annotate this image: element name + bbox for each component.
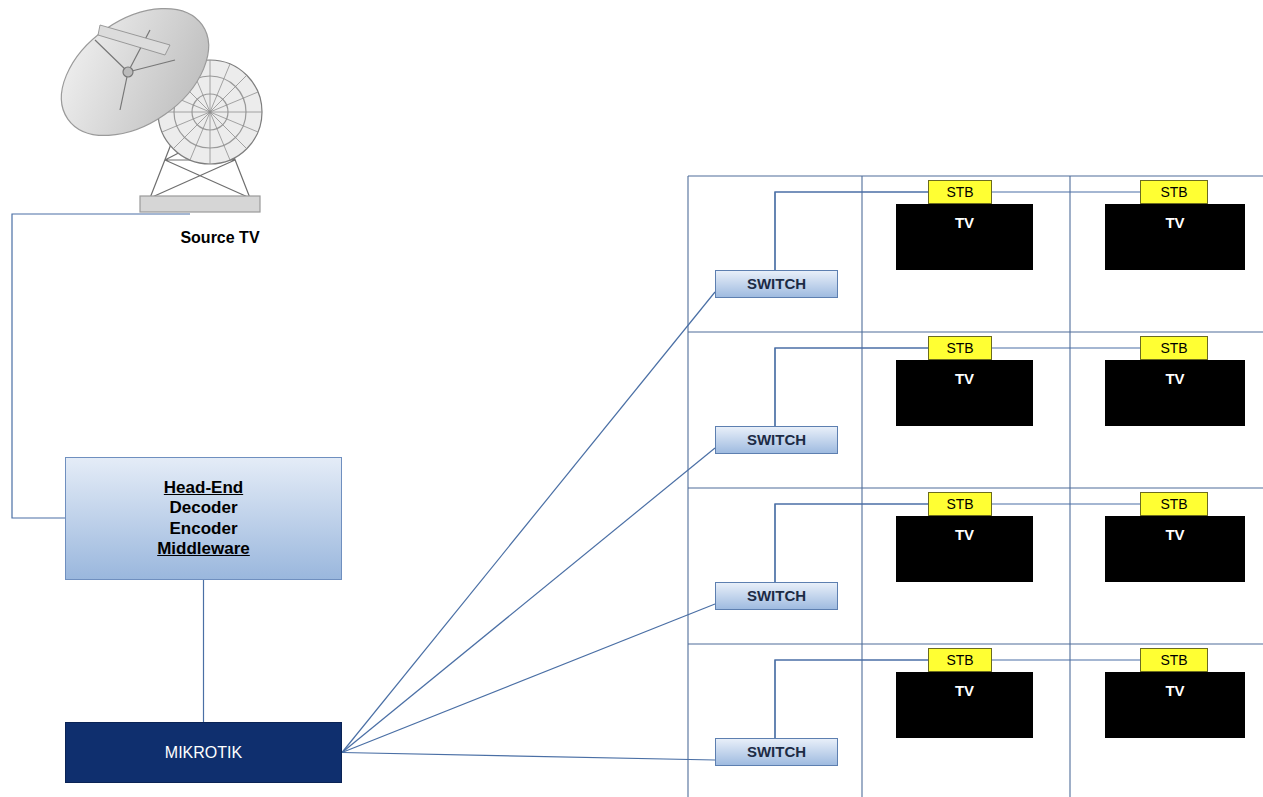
network-cable <box>775 348 1140 426</box>
node-text: MIKROTIK <box>165 743 242 762</box>
stb-box: STB <box>928 648 992 672</box>
node-text: STB <box>946 652 973 669</box>
node-text: STB <box>946 496 973 513</box>
network-cable <box>342 604 715 753</box>
node-text: TV <box>1165 526 1184 544</box>
node-text: SWITCH <box>747 587 806 605</box>
stb-box: STB <box>1140 336 1208 360</box>
tv-box: TV <box>1105 516 1245 582</box>
satellite-dish <box>38 0 262 212</box>
node-text: TV <box>1165 682 1184 700</box>
network-cable <box>342 292 715 753</box>
node-text: STB <box>1160 652 1187 669</box>
tv-box: TV <box>896 672 1033 738</box>
network-cable <box>203 580 204 722</box>
switch-box: SWITCH <box>715 738 838 766</box>
node-text: Encoder <box>169 519 237 539</box>
tv-box: TV <box>896 360 1033 426</box>
network-cable <box>342 448 715 753</box>
node-text: STB <box>946 340 973 357</box>
node-text: TV <box>955 526 974 544</box>
tv-box: TV <box>1105 360 1245 426</box>
switch-box: SWITCH <box>715 426 838 454</box>
node-text: STB <box>1160 184 1187 201</box>
node-text: Middleware <box>157 539 250 559</box>
stb-box: STB <box>1140 180 1208 204</box>
stb-box: STB <box>928 180 992 204</box>
node-text: TV <box>1165 370 1184 388</box>
switch-box: SWITCH <box>715 270 838 298</box>
tv-box: TV <box>896 204 1033 270</box>
router-box: MIKROTIK <box>65 722 342 783</box>
node-text: Head-End <box>164 478 243 498</box>
node-text: TV <box>1165 214 1184 232</box>
stb-box: STB <box>928 492 992 516</box>
network-cable <box>775 504 1140 582</box>
tv-box: TV <box>1105 672 1245 738</box>
tv-box: TV <box>896 516 1033 582</box>
node-text: TV <box>955 214 974 232</box>
node-text: TV <box>955 682 974 700</box>
node-text: STB <box>946 184 973 201</box>
stb-box: STB <box>1140 492 1208 516</box>
network-cable <box>775 660 1140 738</box>
head-end-box: Head-EndDecoderEncoderMiddleware <box>65 457 342 580</box>
node-text: SWITCH <box>747 743 806 761</box>
stb-box: STB <box>1140 648 1208 672</box>
node-text: SWITCH <box>747 431 806 449</box>
stb-box: STB <box>928 336 992 360</box>
switch-box: SWITCH <box>715 582 838 610</box>
node-text: Decoder <box>169 498 237 518</box>
node-text: TV <box>955 370 974 388</box>
node-text: STB <box>1160 340 1187 357</box>
node-text: SWITCH <box>747 275 806 293</box>
network-cable <box>775 192 1140 270</box>
source-label: Source TV <box>180 229 259 247</box>
network-cable <box>342 753 715 761</box>
node-text: STB <box>1160 496 1187 513</box>
room-grid <box>688 176 1263 797</box>
tv-box: TV <box>1105 204 1245 270</box>
